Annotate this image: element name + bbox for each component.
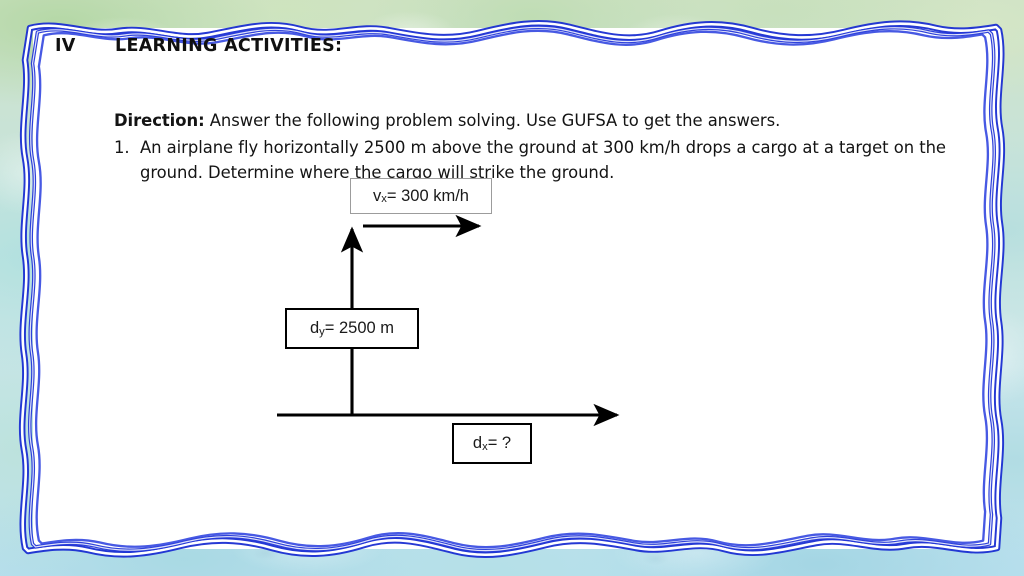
velocity-x-symbol: v	[373, 186, 382, 205]
section-numeral: IV	[55, 36, 76, 56]
distance-x-symbol: d	[472, 434, 483, 452]
direction-line: Direction: Answer the following problem …	[114, 108, 974, 133]
distance-x-value: = ?	[487, 434, 512, 452]
distance-y-value: = 2500 m	[324, 319, 395, 337]
distance-x-subscript: x	[482, 440, 488, 453]
direction-text: Answer the following problem solving. Us…	[204, 111, 781, 130]
problem-item: 1. An airplane fly horizontally 2500 m a…	[114, 135, 974, 185]
problem-number: 1.	[114, 138, 130, 157]
velocity-x-value: = 300 km/h	[386, 186, 469, 205]
section-heading: IV LEARNING ACTIVITIES:	[55, 36, 342, 56]
section-title: LEARNING ACTIVITIES:	[115, 36, 343, 56]
distance-y-subscript: y	[319, 325, 325, 338]
instructions-block: Direction: Answer the following problem …	[114, 108, 974, 185]
direction-label: Direction:	[114, 111, 205, 130]
problem-text: An airplane fly horizontally 2500 m abov…	[140, 138, 946, 182]
slide-content: IV LEARNING ACTIVITIES: Direction: Answe…	[33, 28, 1000, 549]
velocity-x-subscript: x	[381, 193, 387, 206]
distance-y-symbol: d	[309, 319, 320, 337]
